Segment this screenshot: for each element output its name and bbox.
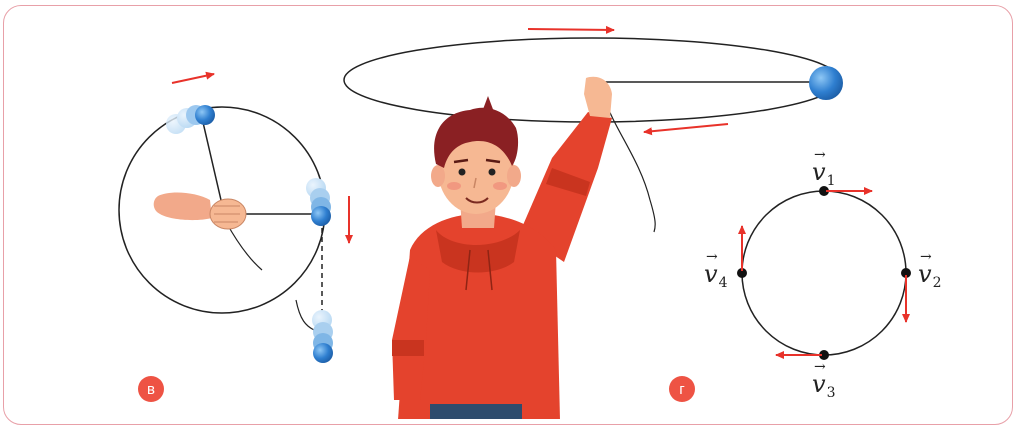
vector-arrow-symbol: →: [920, 250, 932, 264]
hand-fist: [154, 193, 246, 229]
vector-label-1: →v1: [812, 160, 835, 188]
panel-label-b: в: [138, 376, 164, 402]
orbit-arrow-bottom: [644, 124, 728, 132]
vector-arrow-symbol: →: [814, 360, 826, 374]
vector-label-3: →v3: [812, 372, 835, 400]
panel-b-diagram: [119, 74, 349, 363]
ball-trail-top: [166, 105, 215, 134]
velocity-circle: [742, 191, 906, 355]
ball-trail-right: [306, 178, 331, 226]
orbit-ball: [809, 66, 843, 100]
motion-arrow-top: [172, 74, 214, 83]
panel-g-diagram: [737, 186, 911, 360]
vector-label-2: →v2: [918, 262, 941, 290]
vector-label-4: →v4: [704, 262, 727, 290]
orbit-arrow-top: [528, 29, 614, 30]
vector-arrow-symbol: →: [706, 250, 718, 264]
ball-trail-falling: [312, 310, 333, 363]
raised-hand: [584, 77, 612, 118]
panel-label-g: г: [669, 376, 695, 402]
boy-figure: [392, 77, 612, 419]
vector-arrow-symbol: →: [814, 148, 826, 162]
